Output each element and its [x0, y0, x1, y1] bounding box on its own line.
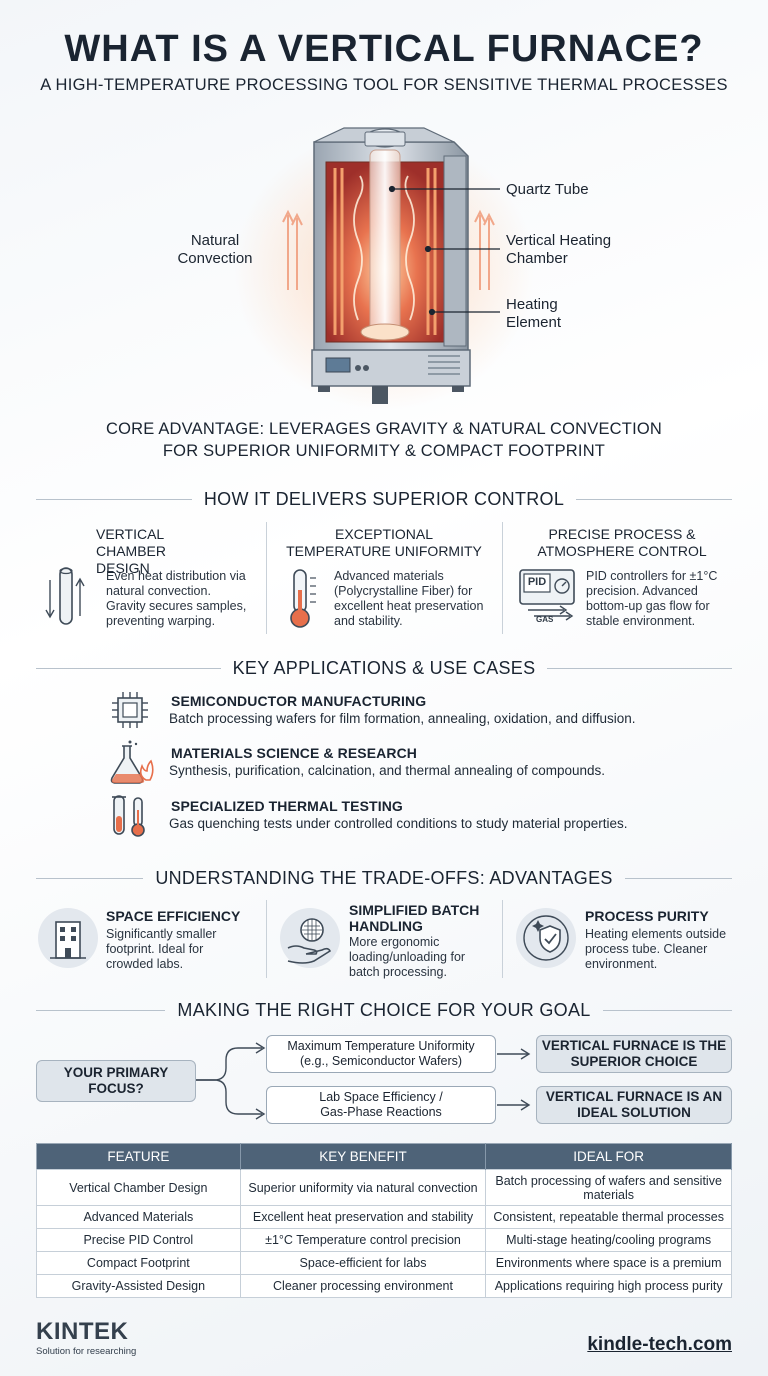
hand-wafer-icon — [280, 908, 340, 968]
thermometer-icon — [290, 569, 316, 628]
advantage-text: More ergonomic loading/unloading for bat… — [349, 935, 466, 979]
advantage-title: SPACE EFFICIENCY — [106, 908, 241, 924]
table-row: Precise PID Control ±1°C Temperature con… — [36, 1228, 732, 1252]
page-subtitle: A HIGH-TEMPERATURE PROCESSING TOOL FOR S… — [40, 76, 728, 94]
decision-flow-connectors — [196, 1042, 531, 1120]
natural-convection-label: Natural Convection — [177, 232, 253, 267]
pid-label: PID — [527, 576, 547, 588]
table-cell: Excellent heat preservation and stabilit… — [239, 1205, 487, 1229]
quartz-tube — [369, 149, 401, 333]
natural-convection-arrows — [282, 209, 495, 290]
table-row: Advanced Materials Excellent heat preser… — [36, 1205, 732, 1229]
table-header-row: FEATURE KEY BENEFIT IDEAL FOR — [36, 1143, 732, 1170]
kintek-logo: KINTEK Solution for researching — [36, 1318, 136, 1357]
control-section-heading: HOW IT DELIVERS SUPERIOR CONTROL — [36, 487, 733, 511]
application-text: Batch processing wafers for film formati… — [169, 711, 636, 726]
table-cell: Environments where space is a premium — [485, 1251, 732, 1275]
application-title: MATERIALS SCIENCE & RESEARCH — [171, 745, 418, 761]
flask-flame-icon — [110, 740, 154, 784]
table-header-cell: KEY BENEFIT — [240, 1143, 487, 1170]
choice-section-heading: MAKING THE RIGHT CHOICE FOR YOUR GOAL — [36, 998, 732, 1022]
feature-comparison-table: FEATURE KEY BENEFIT IDEAL FOR Vertical C… — [36, 1143, 732, 1298]
convection-arrows — [353, 175, 415, 321]
table-cell: Gravity-Assisted Design — [36, 1274, 241, 1298]
result-ideal-solution: VERTICAL FURNACE IS AN IDEAL SOLUTION — [536, 1086, 732, 1124]
core-advantage: CORE ADVANTAGE: LEVERAGES GRAVITY & NATU… — [105, 420, 663, 460]
control-display — [325, 357, 351, 373]
result-superior-choice: VERTICAL FURNACE IS THE SUPERIOR CHOICE — [536, 1035, 732, 1073]
control-card-text: PID controllers for ±1°C precision. Adva… — [586, 569, 718, 628]
test-tube-thermometer-icon — [112, 795, 145, 837]
gas-label: GAS — [536, 615, 554, 624]
table-cell: Superior uniformity via natural convecti… — [239, 1169, 487, 1206]
application-text: Synthesis, purification, calcination, an… — [169, 763, 606, 778]
table-cell: Applications requiring high process puri… — [485, 1274, 732, 1298]
control-card-title: EXCEPTIONAL TEMPERATURE UNIFORMITY — [286, 526, 482, 559]
column-divider — [502, 900, 503, 978]
building-icon — [38, 908, 98, 968]
table-cell: Multi-stage heating/cooling programs — [485, 1228, 732, 1252]
advantage-text: Significantly smaller footprint. Ideal f… — [106, 927, 217, 971]
table-row: Gravity-Assisted Design Cleaner processi… — [36, 1274, 732, 1298]
applications-section-heading: KEY APPLICATIONS & USE CASES — [36, 656, 732, 680]
column-divider — [502, 522, 503, 634]
option-temperature-uniformity: Maximum Temperature Uniformity (e.g., Se… — [266, 1035, 496, 1073]
table-row: Vertical Chamber Design Superior uniform… — [36, 1169, 732, 1206]
table-cell: Compact Footprint — [36, 1251, 241, 1275]
pid-controller-icon: PID GAS — [518, 566, 580, 626]
page-title: WHAT IS A VERTICAL FURNACE? — [64, 28, 704, 70]
column-divider — [266, 900, 267, 978]
furnace-base — [311, 349, 471, 387]
table-header-cell: FEATURE — [36, 1143, 241, 1170]
application-text: Gas quenching tests under controlled con… — [169, 816, 628, 831]
chip-icon — [112, 692, 148, 728]
table-cell: Advanced Materials — [36, 1205, 241, 1229]
control-card-text: Advanced materials (Polycrystalline Fibe… — [334, 569, 484, 628]
table-cell: ±1°C Temperature control precision — [239, 1228, 487, 1252]
vertical-tube-icon — [45, 567, 85, 625]
tradeoffs-section-heading: UNDERSTANDING THE TRADE-OFFS: ADVANTAGES — [36, 866, 733, 890]
primary-focus-box: YOUR PRIMARY FOCUS? — [36, 1060, 196, 1102]
website-link[interactable]: kindle-tech.com — [587, 1334, 732, 1355]
control-card-title: VERTICAL CHAMBER DESIGN — [96, 526, 167, 576]
table-cell: Space-efficient for labs — [239, 1251, 487, 1275]
table-cell: Vertical Chamber Design — [36, 1169, 241, 1206]
control-card-text: Even heat distribution via natural conve… — [106, 569, 247, 628]
heating-element-label: Heating Element — [506, 296, 562, 331]
table-cell: Consistent, repeatable thermal processes — [485, 1205, 732, 1229]
table-cell: Precise PID Control — [36, 1228, 241, 1252]
advantage-title: PROCESS PURITY — [585, 908, 709, 924]
vertical-heating-chamber-label: Vertical Heating Chamber — [506, 232, 612, 267]
logo-tagline: Solution for researching — [36, 1346, 137, 1357]
column-divider — [266, 522, 267, 634]
shield-sparkle-icon — [516, 908, 576, 968]
table-cell: Cleaner processing environment — [239, 1274, 487, 1298]
advantage-title: SIMPLIFIED BATCH HANDLING — [349, 902, 480, 934]
application-title: SPECIALIZED THERMAL TESTING — [171, 798, 403, 814]
table-header-cell: IDEAL FOR — [485, 1143, 732, 1170]
control-card-title: PRECISE PROCESS & ATMOSPHERE CONTROL — [537, 526, 707, 559]
advantage-text: Heating elements outside process tube. C… — [585, 927, 727, 971]
application-title: SEMICONDUCTOR MANUFACTURING — [171, 693, 427, 709]
table-cell: Batch processing of wafers and sensitive… — [485, 1169, 732, 1206]
vertical-furnace-diagram — [234, 127, 534, 410]
logo-wordmark: KINTEK — [36, 1318, 129, 1345]
quartz-tube-label: Quartz Tube — [506, 181, 589, 198]
option-lab-space-efficiency: Lab Space Efficiency / Gas-Phase Reactio… — [266, 1086, 496, 1124]
table-row: Compact Footprint Space-efficient for la… — [36, 1251, 732, 1275]
